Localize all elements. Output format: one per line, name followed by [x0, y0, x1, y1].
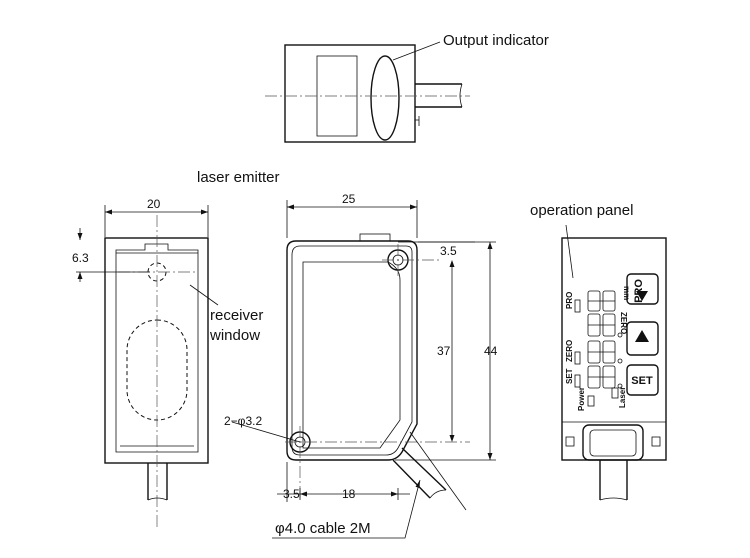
dim-3-5-bottom-text: 3.5 — [283, 487, 300, 501]
decimal-point — [617, 358, 623, 364]
dim-44-arrow-top — [487, 242, 493, 249]
set-tag: SET — [565, 368, 574, 384]
side-cable-break — [147, 497, 168, 501]
panel-clip-right — [651, 436, 661, 447]
dim-20-arrow-right — [201, 209, 208, 215]
dim-18-arrow-left — [300, 491, 307, 497]
set-led — [574, 374, 581, 388]
cable-boot-inner — [589, 429, 637, 457]
dim-6-3-arrow-top — [77, 233, 83, 240]
top-view-body — [284, 44, 416, 143]
cable-boot — [582, 424, 644, 461]
pro-led — [574, 299, 581, 313]
pro-down-button[interactable] — [626, 273, 659, 305]
set-button-label: SET — [631, 375, 653, 387]
hole-leader — [231, 421, 301, 443]
front-cable-upper — [401, 447, 447, 491]
operation-panel-leader — [565, 224, 574, 279]
zero-led — [574, 351, 581, 365]
left-side-view — [76, 205, 219, 530]
digit-display — [587, 290, 623, 389]
operation-panel-view — [561, 224, 667, 501]
decimal-point — [617, 332, 623, 338]
dim-44-text: 44 — [484, 344, 498, 358]
dim-37-arrow-top — [449, 260, 455, 267]
set-button[interactable] — [626, 364, 659, 396]
power-label: Power — [577, 387, 586, 411]
window-label: window — [209, 327, 260, 344]
dim-37-arrow-bottom — [449, 435, 455, 442]
side-view-inner-frame — [115, 243, 199, 453]
zero-button-label: ZERO — [619, 312, 628, 334]
laser-label: Laser — [618, 387, 627, 408]
dim-37-text: 37 — [437, 344, 451, 358]
output-indicator-leader — [392, 41, 441, 61]
laser-led — [611, 387, 619, 399]
zero-tag: ZERO — [565, 340, 574, 362]
panel-body — [561, 237, 667, 461]
front-view-top-tab — [359, 233, 391, 242]
output-indicator-label: Output indicator — [443, 32, 549, 49]
dim-20-text: 20 — [147, 197, 161, 211]
cable-leader — [272, 479, 421, 539]
dim-25-arrow-left — [287, 204, 294, 210]
zero-up-button[interactable] — [626, 321, 659, 356]
cable-leader-arrow — [415, 480, 420, 488]
dim-18-arrow-right — [391, 491, 398, 497]
front-view — [231, 200, 496, 539]
front-view-face — [302, 261, 401, 449]
operation-panel-label: operation panel — [530, 202, 633, 219]
triangle-up-icon — [635, 330, 649, 342]
panel-clip-left — [565, 436, 575, 447]
dim-6-3-text: 6.3 — [72, 251, 89, 265]
unit-label: mm — [622, 286, 631, 300]
front-cable-lower — [392, 459, 431, 499]
dim-6-3-arrow-bottom — [77, 272, 83, 279]
top-view — [265, 41, 470, 143]
dim-18-text: 18 — [342, 487, 356, 501]
triangle-down-icon — [636, 291, 648, 301]
receiver-leader — [189, 284, 219, 306]
front-view-inner-edge — [291, 245, 413, 456]
dim-20-arrow-left — [105, 209, 112, 215]
pro-button-label: PRO — [633, 279, 645, 303]
panel-cable-break — [599, 497, 628, 501]
laser-emitter-label: laser emitter — [197, 169, 280, 186]
dim-25-text: 25 — [342, 192, 356, 206]
output-indicator-lens — [370, 55, 400, 141]
cable-centerline — [409, 431, 467, 511]
pro-tag: PRO — [565, 292, 574, 309]
decimal-point — [617, 383, 623, 389]
dim-44-arrow-bottom — [487, 453, 493, 460]
front-cable-break — [429, 489, 447, 499]
cable-label: φ4.0 cable 2M — [275, 520, 371, 537]
dim-3-5-top-text: 3.5 — [440, 244, 457, 258]
front-view-body — [286, 240, 418, 461]
side-view-body — [104, 237, 209, 464]
power-led — [587, 395, 595, 407]
receiver-label: receiver — [210, 307, 263, 324]
top-cable-break — [459, 83, 463, 108]
dim-25-arrow-right — [410, 204, 417, 210]
hole-label: 2−φ3.2 — [224, 414, 262, 428]
